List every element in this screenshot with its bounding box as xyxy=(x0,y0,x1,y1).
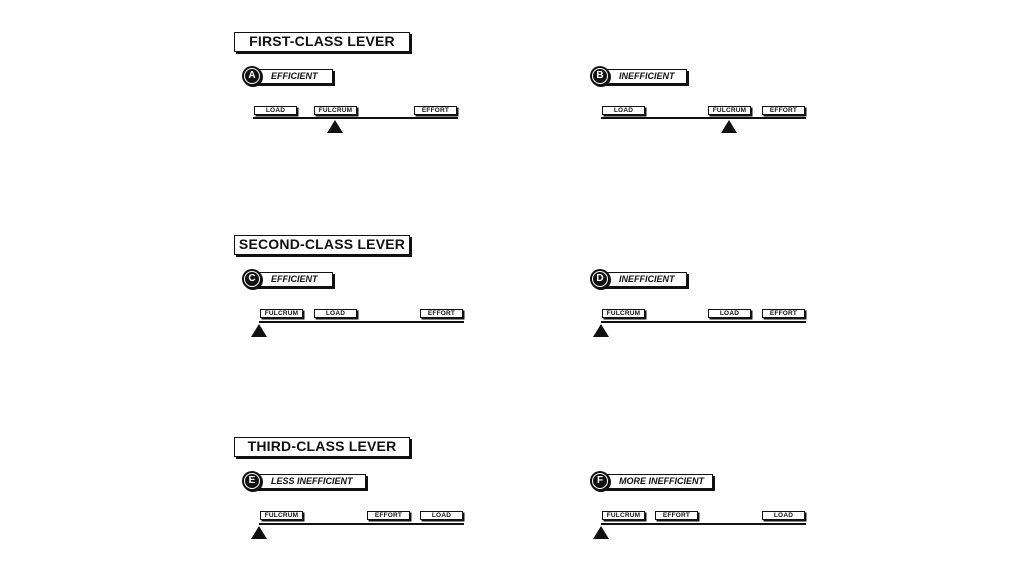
case-f-effort-label: EFFORT xyxy=(655,511,698,520)
section-title-first-class: FIRST-CLASS LEVER xyxy=(234,32,410,52)
case-c-load-label: LOAD xyxy=(314,309,357,318)
case-b-fulcrum-triangle xyxy=(721,120,737,133)
case-a-letter-badge: A xyxy=(242,66,262,86)
case-d-efficiency-tag: INEFFICIENT xyxy=(602,272,687,287)
case-e-load-label: LOAD xyxy=(420,511,463,520)
case-f-efficiency-tag: MORE INEFFICIENT xyxy=(602,474,713,489)
section-title-third-class: THIRD-CLASS LEVER xyxy=(234,437,410,457)
case-d-lever-beam xyxy=(601,321,806,323)
case-c-effort-label: EFFORT xyxy=(420,309,463,318)
case-e-letter-badge: E xyxy=(242,471,262,491)
case-c-fulcrum-label: FULCRUM xyxy=(260,309,303,318)
case-c-fulcrum-triangle xyxy=(251,324,267,337)
case-e-efficiency-tag: LESS INEFFICIENT xyxy=(254,474,366,489)
case-b-lever-beam xyxy=(601,117,806,119)
case-e-fulcrum-label: FULCRUM xyxy=(260,511,303,520)
case-f-letter-badge: F xyxy=(590,471,610,491)
case-c-letter-badge: C xyxy=(242,269,262,289)
section-title-second-class: SECOND-CLASS LEVER xyxy=(234,235,410,255)
case-a-fulcrum-triangle xyxy=(327,120,343,133)
case-d-fulcrum-label: FULCRUM xyxy=(602,309,645,318)
case-f-fulcrum-label: FULCRUM xyxy=(602,511,645,520)
case-b-efficiency-tag: INEFFICIENT xyxy=(602,69,687,84)
case-e-lever-beam xyxy=(259,523,464,525)
case-a-lever-beam xyxy=(253,117,458,119)
case-c-lever-beam xyxy=(259,321,464,323)
case-d-load-label: LOAD xyxy=(708,309,751,318)
case-b-load-label: LOAD xyxy=(602,106,645,115)
case-b-letter-badge: B xyxy=(590,66,610,86)
case-f-load-label: LOAD xyxy=(762,511,805,520)
case-e-effort-label: EFFORT xyxy=(367,511,410,520)
case-a-load-label: LOAD xyxy=(254,106,297,115)
case-d-effort-label: EFFORT xyxy=(762,309,805,318)
case-d-fulcrum-triangle xyxy=(593,324,609,337)
case-a-effort-label: EFFORT xyxy=(414,106,457,115)
case-b-fulcrum-label: FULCRUM xyxy=(708,106,751,115)
case-f-lever-beam xyxy=(601,523,806,525)
case-d-letter-badge: D xyxy=(590,269,610,289)
case-a-efficiency-tag: EFFICIENT xyxy=(254,69,333,84)
case-e-fulcrum-triangle xyxy=(251,526,267,539)
case-b-effort-label: EFFORT xyxy=(762,106,805,115)
case-f-fulcrum-triangle xyxy=(593,526,609,539)
case-c-efficiency-tag: EFFICIENT xyxy=(254,272,333,287)
case-a-fulcrum-label: FULCRUM xyxy=(314,106,357,115)
